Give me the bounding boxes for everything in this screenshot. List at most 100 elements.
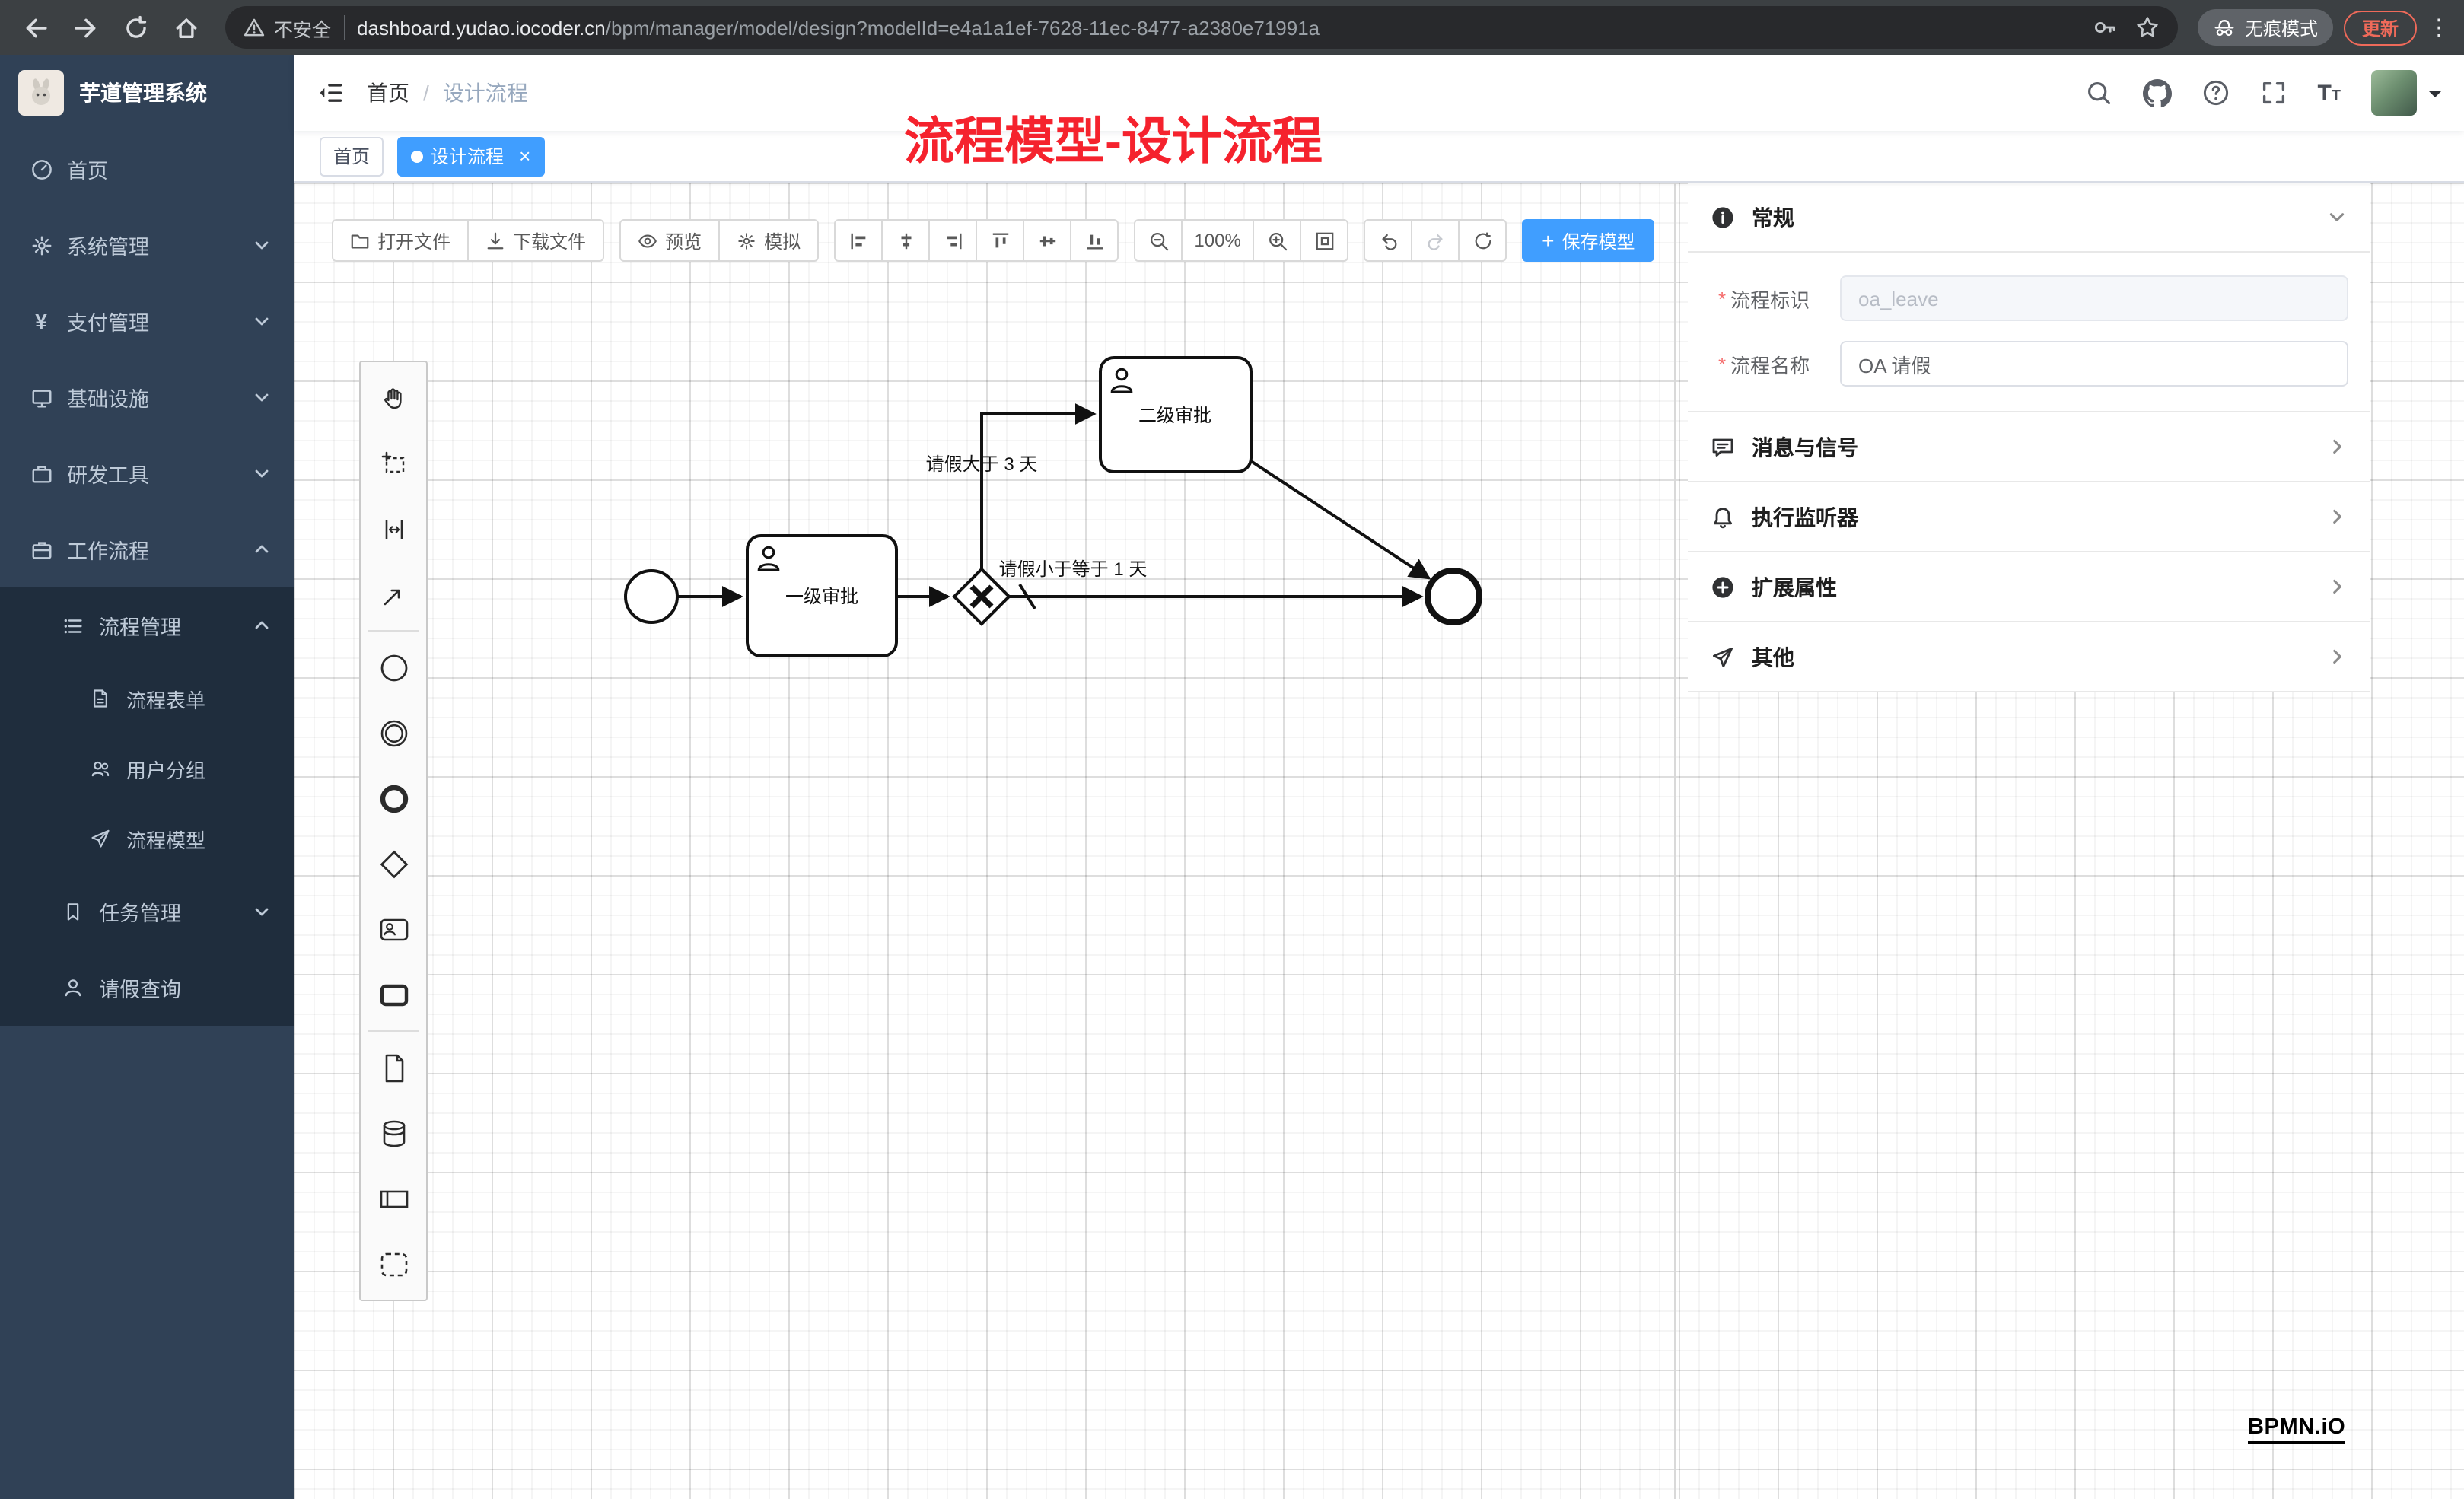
create-start-event-icon[interactable] <box>361 635 426 700</box>
font-size-icon[interactable]: TT <box>2317 80 2341 106</box>
breadcrumb-home[interactable]: 首页 <box>367 81 409 105</box>
align-right-button[interactable] <box>928 219 978 262</box>
panel-section-execution-listener[interactable]: 执行监听器 <box>1688 482 2370 552</box>
align-bottom-button[interactable] <box>1070 219 1119 262</box>
global-connect-icon[interactable] <box>361 562 426 627</box>
forward-icon[interactable] <box>65 8 105 47</box>
align-center-button[interactable] <box>881 219 931 262</box>
help-icon[interactable] <box>2201 79 2229 107</box>
url-text: dashboard.yudao.iocoder.cn/bpm/manager/m… <box>357 16 2080 39</box>
align-top-button[interactable] <box>976 219 1025 262</box>
create-data-object-icon[interactable] <box>361 1035 426 1100</box>
zoom-out-button[interactable] <box>1134 219 1183 262</box>
align-left-button[interactable] <box>834 219 883 262</box>
sidebar-item-user-group[interactable]: 用户分组 <box>0 734 294 804</box>
sidebar-item-workflow[interactable]: 工作流程 <box>0 511 294 587</box>
zoom-reset-button[interactable] <box>1300 219 1349 262</box>
avatar[interactable] <box>2371 70 2417 116</box>
redo-button[interactable] <box>1411 219 1460 262</box>
create-end-event-icon[interactable] <box>361 765 426 831</box>
sidebar-item-label: 系统管理 <box>67 236 149 259</box>
undo-button[interactable] <box>1364 219 1413 262</box>
user-task-first-approval[interactable]: 一级审批 <box>746 534 898 657</box>
bpmn-io-watermark[interactable]: BPMN.iO <box>2248 1415 2346 1444</box>
sidebar-item-process-management[interactable]: 流程管理 <box>0 587 294 664</box>
user-menu[interactable] <box>2371 70 2441 116</box>
panel-section-other[interactable]: 其他 <box>1688 622 2370 692</box>
sidebar-item-payment[interactable]: ¥ 支付管理 <box>0 283 294 359</box>
bpmn-canvas-area[interactable]: 打开文件 下载文件 预览 <box>294 183 2464 1499</box>
fullscreen-icon[interactable] <box>2259 79 2287 107</box>
user-icon-body <box>757 563 780 571</box>
flow-gateway-to-task2[interactable] <box>980 403 1097 569</box>
app-logo-row[interactable]: 芋道管理系统 <box>0 55 294 131</box>
sidebar-item-process-form[interactable]: 流程表单 <box>0 664 294 734</box>
hand-tool-icon[interactable] <box>361 365 426 431</box>
tag-design-process[interactable]: 设计流程 × <box>397 136 545 176</box>
restart-button[interactable] <box>1458 219 1507 262</box>
flow-label-le-1-day[interactable]: 请假小于等于 1 天 <box>999 559 1148 580</box>
tags-bar: 首页 设计流程 × <box>294 131 2464 183</box>
list-icon <box>61 614 85 637</box>
gateway-x-marker <box>969 584 994 609</box>
caret-down-icon <box>2429 91 2441 103</box>
refresh-icon[interactable] <box>116 8 155 47</box>
download-file-button[interactable]: 下载文件 <box>467 219 605 262</box>
panel-section-message-signal[interactable]: 消息与信号 <box>1688 412 2370 482</box>
end-event[interactable] <box>1425 568 1482 625</box>
align-middle-button[interactable] <box>1023 219 1072 262</box>
open-file-button[interactable]: 打开文件 <box>332 219 470 262</box>
sidebar-item-system[interactable]: 系统管理 <box>0 207 294 283</box>
password-key-icon[interactable] <box>2093 15 2117 40</box>
home-icon[interactable] <box>166 8 205 47</box>
process-name-input[interactable] <box>1840 341 2348 387</box>
flow-task2-to-end[interactable] <box>1250 460 1431 580</box>
sidebar-item-home[interactable]: 首页 <box>0 131 294 207</box>
sidebar-item-process-model[interactable]: 流程模型 <box>0 804 294 874</box>
url-path: /bpm/manager/model/design?modelId=e4a1a1… <box>605 16 1320 39</box>
save-model-button[interactable]: + 保存模型 <box>1522 219 1655 262</box>
tag-home[interactable]: 首页 <box>320 136 384 176</box>
plus-circle-icon <box>1712 576 1733 597</box>
bookmark-star-icon[interactable] <box>2135 15 2160 40</box>
flow-label-gt-3-days[interactable]: 请假大于 3 天 <box>926 454 1038 475</box>
simulate-button[interactable]: 模拟 <box>718 219 820 262</box>
sidebar-item-leave-query[interactable]: 请假查询 <box>0 950 294 1026</box>
search-icon[interactable] <box>2084 79 2112 107</box>
browser-menu-icon[interactable]: ⋮ <box>2427 15 2450 41</box>
sidebar-collapse-icon[interactable] <box>317 79 344 107</box>
site-security-chip[interactable]: 不安全 <box>244 13 331 42</box>
eye-icon <box>638 234 657 247</box>
incognito-label: 无痕模式 <box>2244 18 2318 39</box>
browser-update-button[interactable]: 更新 <box>2343 10 2417 45</box>
space-tool-icon[interactable] <box>361 496 426 562</box>
sidebar-item-label: 研发工具 <box>67 464 149 487</box>
sidebar-item-dev-tools[interactable]: 研发工具 <box>0 435 294 511</box>
chevron-down-icon <box>253 236 271 254</box>
sidebar-item-label: 用户分组 <box>126 759 206 781</box>
preview-button[interactable]: 预览 <box>619 219 721 262</box>
start-event[interactable] <box>624 569 679 624</box>
user-task-second-approval[interactable]: 二级审批 <box>1099 356 1253 473</box>
panel-section-extended-attributes[interactable]: 扩展属性 <box>1688 552 2370 622</box>
create-gateway-icon[interactable] <box>361 831 426 896</box>
panel-section-general[interactable]: 常规 <box>1688 183 2370 253</box>
address-bar[interactable]: 不安全 dashboard.yudao.iocoder.cn/bpm/manag… <box>225 6 2178 49</box>
exclusive-gateway[interactable] <box>952 567 1011 626</box>
create-task-icon[interactable] <box>361 962 426 1027</box>
github-icon[interactable] <box>2142 78 2172 107</box>
tag-close-icon[interactable]: × <box>519 145 531 167</box>
create-user-task-icon[interactable] <box>361 896 426 962</box>
sidebar-item-task-management[interactable]: 任务管理 <box>0 874 294 950</box>
designer-toolbar: 打开文件 下载文件 预览 <box>332 219 1655 262</box>
create-intermediate-event-icon[interactable] <box>361 700 426 765</box>
back-icon[interactable] <box>15 8 55 47</box>
zoom-in-button[interactable] <box>1253 219 1302 262</box>
sidebar-item-label: 基础设施 <box>67 388 149 411</box>
bpmn-diagram[interactable]: 一级审批 二级审批 <box>294 183 2464 1499</box>
lasso-tool-icon[interactable] <box>361 431 426 496</box>
create-data-store-icon[interactable] <box>361 1100 426 1166</box>
create-participant-icon[interactable] <box>361 1166 426 1231</box>
sidebar-item-infrastructure[interactable]: 基础设施 <box>0 359 294 435</box>
create-group-icon[interactable] <box>361 1231 426 1297</box>
